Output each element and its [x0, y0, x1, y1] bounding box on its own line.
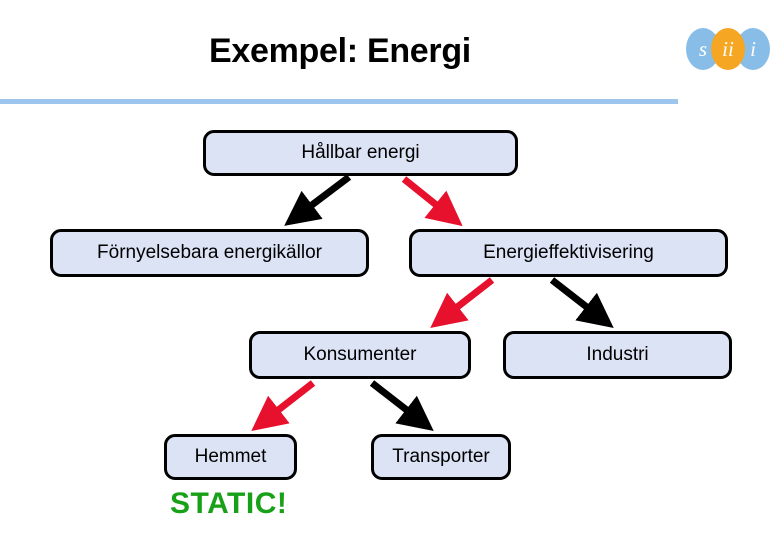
arrow-konsumenter-to-transporter	[369, 380, 434, 432]
node-hallbar-energi[interactable]: Hållbar energi	[203, 130, 518, 176]
node-industri[interactable]: Industri	[503, 331, 732, 379]
arrow-konsumenter-to-hemmet	[251, 380, 316, 432]
node-transporter[interactable]: Transporter	[371, 434, 511, 480]
node-fornyelsebara-energikallor[interactable]: Förnyelsebara energikällor	[50, 229, 369, 277]
arrow-energieff-to-industri	[549, 277, 614, 329]
node-konsumenter[interactable]: Konsumenter	[249, 331, 471, 379]
logo-letter-ii-icon: ii	[711, 28, 745, 70]
page-title: Exempel: Energi	[209, 32, 471, 70]
node-hemmet[interactable]: Hemmet	[164, 434, 297, 480]
arrow-hallbar-to-energieff	[401, 176, 463, 227]
static-annotation: STATIC!	[170, 487, 288, 520]
header-divider	[0, 99, 678, 104]
arrow-hallbar-to-fornyelse	[284, 174, 352, 226]
brand-logo: s ii i	[686, 28, 770, 72]
node-energieffektivisering[interactable]: Energieffektivisering	[409, 229, 728, 277]
arrow-energieff-to-konsumenter	[430, 277, 495, 329]
